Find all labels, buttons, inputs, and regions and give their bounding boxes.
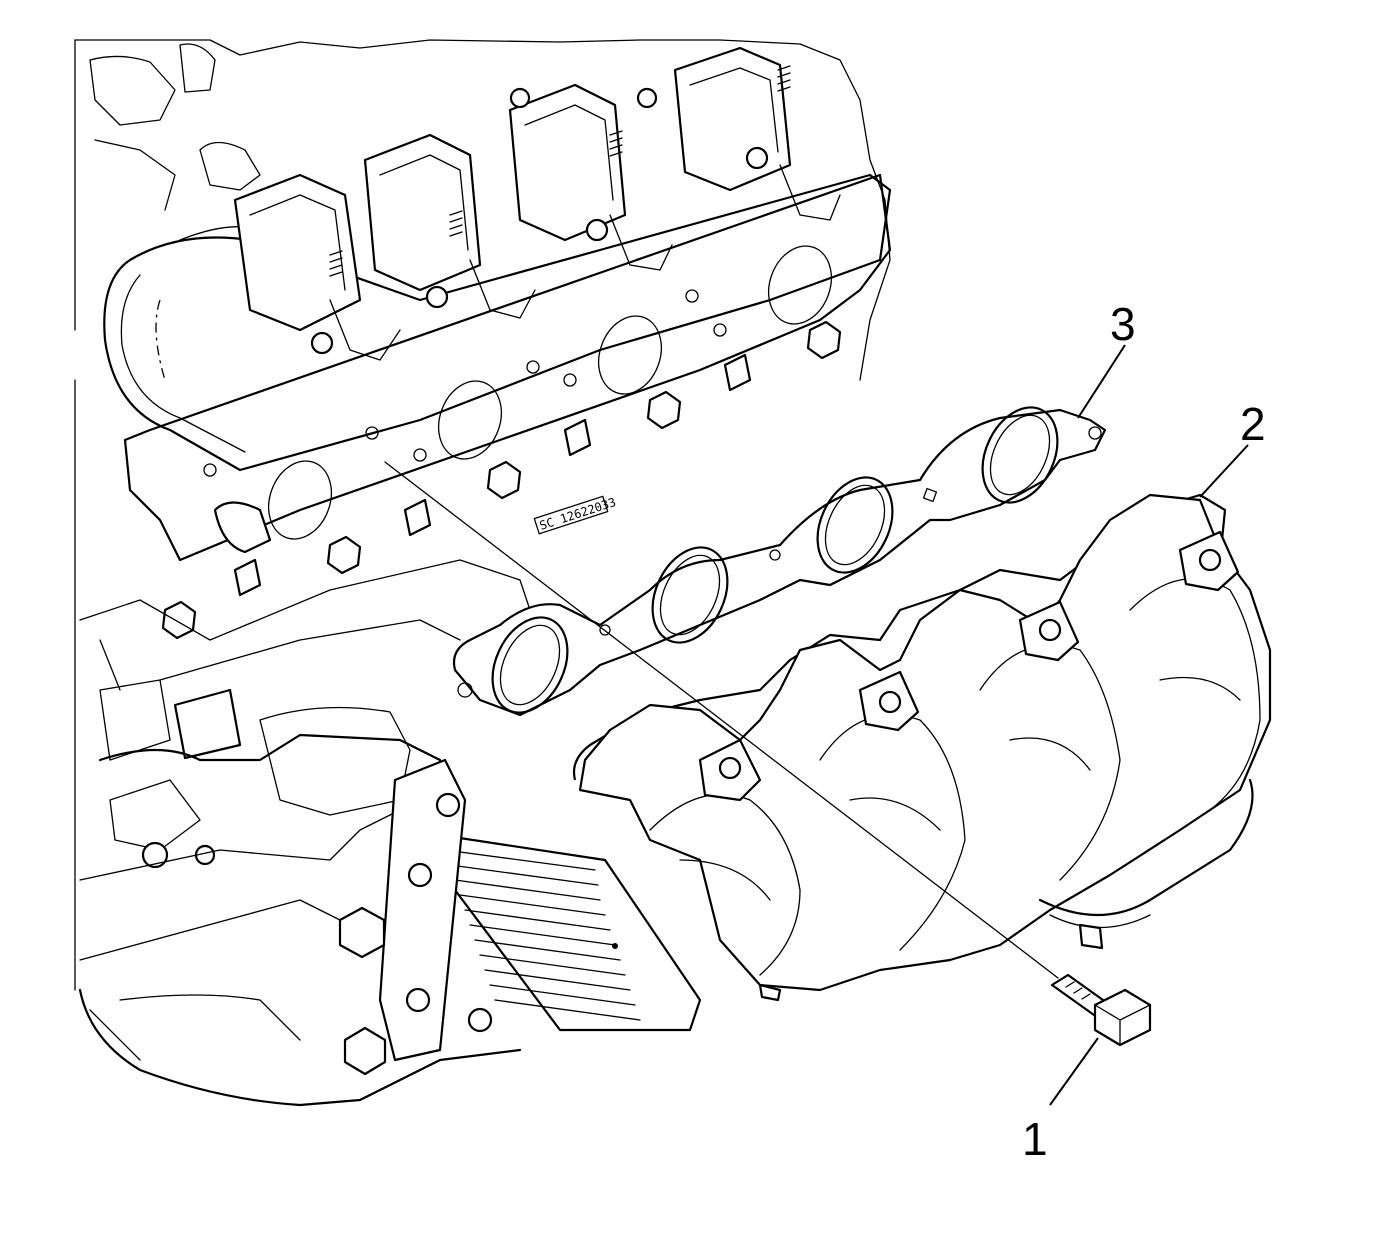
callout-label-3: 3 <box>1110 298 1136 350</box>
callout-label-2: 2 <box>1240 398 1266 450</box>
engine-block <box>74 39 892 1107</box>
head-exhaust-ports <box>203 245 832 540</box>
exhaust-manifold <box>572 493 1272 1002</box>
callout-label-1: 1 <box>1022 1113 1048 1165</box>
callout-leader-1 <box>1049 1037 1099 1106</box>
callouts: 1 2 3 <box>1022 298 1266 1165</box>
coil-packs <box>233 46 841 361</box>
oil-cooler <box>338 758 702 1076</box>
callout-leader-3 <box>1077 344 1126 419</box>
alignment-line <box>384 461 1059 979</box>
manifold-studs <box>213 353 752 597</box>
callout-leader-2 <box>1199 444 1249 498</box>
manifold-bolt <box>1050 973 1152 1047</box>
block-bolts <box>161 320 842 640</box>
